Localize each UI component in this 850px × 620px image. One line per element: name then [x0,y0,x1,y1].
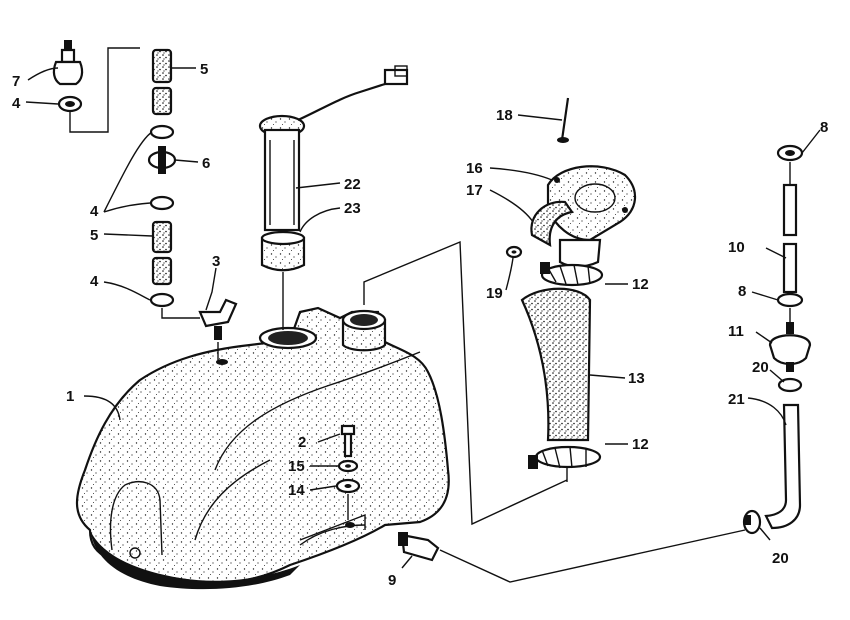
callout-7: 7 [12,73,20,90]
fuel-line-21 [764,403,802,530]
callout-5b: 5 [90,227,98,244]
hose-clamp-20-bottom [742,509,762,535]
callout-17: 17 [466,182,483,199]
vent-routing-line-lower [161,308,200,319]
callout-5a: 5 [200,61,208,78]
hose-clamp-8-top [776,144,804,162]
callout-6: 6 [202,155,210,172]
callout-21: 21 [728,391,745,408]
sending-unit-gasket [260,230,306,272]
hose-clamp-20-top [777,377,803,393]
fuel-line-10 [782,183,798,294]
callout-18: 18 [496,107,513,124]
sending-unit [258,65,409,232]
callout-23: 23 [344,200,361,217]
callout-12a: 12 [632,276,649,293]
hose-clamp-column-2 [149,195,175,211]
callout-8a: 8 [820,119,828,136]
callout-13: 13 [628,370,645,387]
callout-1: 1 [66,388,74,405]
filler-lower-ring [558,238,602,268]
hose-clamp-column-3 [149,292,175,308]
callout-4c: 4 [90,273,99,290]
vent-valve [52,40,84,86]
fuel-filter [768,322,812,372]
fuel-line-routing [439,529,746,583]
outlet-fitting [398,532,440,562]
filler-routing-line [363,240,568,526]
washer-19 [505,245,523,259]
vent-routing-line [69,47,140,133]
hose-clamp-top-left [57,95,83,113]
callout-2: 2 [298,434,306,451]
lock-washer [337,459,359,473]
callout-19: 19 [486,285,503,302]
hose-clamp-lower [528,445,602,469]
callout-11: 11 [728,323,744,340]
callout-4b: 4 [90,203,99,220]
check-valve [147,146,177,174]
hose-clamp-column-1 [149,124,175,140]
callout-20b: 20 [772,550,789,567]
callout-3: 3 [212,253,220,270]
flat-washer [335,478,361,494]
callout-22: 22 [344,176,361,193]
mount-bolt [340,424,356,458]
hose-clamp-8-lower [776,292,804,308]
filler-flange [546,165,636,242]
leader-lines [25,67,821,569]
filler-hose [520,287,592,442]
callout-8b: 8 [738,283,746,300]
callouts: 1 2 3 4 4 4 5 5 6 7 8 8 9 10 11 12 12 13… [12,61,828,589]
fuel-tank [75,306,450,590]
vent-hose-lower [151,220,173,286]
elbow-fitting [198,298,238,340]
callout-15: 15 [288,458,305,475]
filler-cap-bolt [557,97,570,143]
vent-hose-upper [151,48,173,116]
callout-20a: 20 [752,359,769,376]
callout-12b: 12 [632,436,649,453]
callout-16: 16 [466,160,483,177]
callout-10: 10 [728,239,745,256]
filler-gasket [530,200,574,248]
callout-9: 9 [388,572,396,589]
hose-clamp-upper [540,262,604,287]
callout-4a: 4 [12,95,21,112]
callout-14: 14 [288,482,305,499]
